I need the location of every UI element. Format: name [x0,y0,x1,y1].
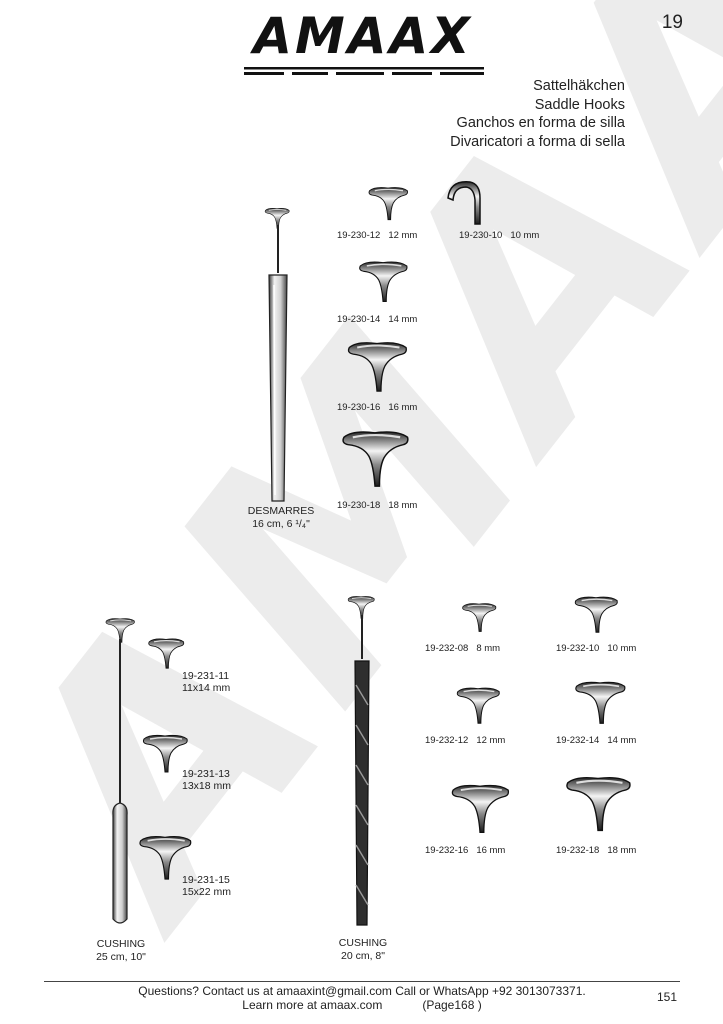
item-size: 13x18 mm [182,780,232,792]
title-es: Ganchos en forma de silla [456,115,625,131]
footer: Questions? Contact us at amaaxint@gmail.… [44,984,680,1012]
cushing-20-instrument [347,596,375,926]
item-code: 19-232-10 [556,643,600,654]
hook-19-232-10 [574,596,619,634]
item-size: 12 mm [388,230,418,241]
hook-19-232-16 [451,784,510,834]
label-19-232-18: 19-232-18 18 mm [556,845,636,856]
item-code: 19-232-16 [425,845,469,856]
item-code: 19-232-08 [425,643,469,654]
footer-learn-more: Learn more at amaax.com (Page168 ) [242,998,482,1012]
item-code: 19-230-10 [459,230,503,241]
item-code: 19-230-18 [337,500,381,511]
item-size: 18 mm [388,500,418,511]
hook-19-232-12 [456,687,501,725]
footer-contact: Questions? Contact us at amaaxint@gmail.… [138,984,586,998]
item-size: 14 mm [607,735,637,746]
desmarres-size: 16 cm, 6 ¹/₄" [252,518,310,530]
page-number: 19 [661,12,683,33]
title-it: Divaricatori a forma di sella [450,133,625,150]
label-19-230-14: 19-230-14 14 mm [337,314,417,325]
title-de: Sattelhäkchen [533,78,625,94]
item-size: 16 mm [476,845,506,856]
item-code: 19-230-16 [337,402,381,413]
hook-19-232-08 [461,602,497,633]
desmarres-instrument [264,207,290,502]
cushing-20-caption: CUSHING 20 cm, 8" [318,937,408,963]
title-en: Saddle Hooks [534,96,625,113]
item-size: 16 mm [388,402,418,413]
cushing-25-size: 25 cm, 10" [96,951,146,963]
hook-19-232-14 [574,681,626,725]
product-titles: Sattelhäkchen Saddle Hooks Ganchos en fo… [450,77,625,151]
label-19-232-16: 19-232-16 16 mm [425,845,505,856]
item-size: 15x22 mm [182,886,232,898]
item-size: 14 mm [388,314,418,325]
label-19-232-08: 19-232-08 8 mm [425,643,500,654]
item-size: 18 mm [607,845,637,856]
label-19-232-14: 19-232-14 14 mm [556,735,636,746]
item-size: 10 mm [607,643,637,654]
cushing-20-name: CUSHING [338,937,388,949]
desmarres-name: DESMARRES [247,505,315,517]
cushing-25-instrument [105,618,135,924]
item-code: 19-232-12 [425,735,469,746]
label-19-232-10: 19-232-10 10 mm [556,643,636,654]
item-code: 19-232-18 [556,845,600,856]
item-code: 19-230-12 [337,230,381,241]
hook-19-230-12 [368,186,409,221]
item-size: 10 mm [510,230,540,241]
label-19-230-12: 19-230-12 12 mm [337,230,417,241]
item-size: 11x14 mm [182,682,231,694]
item-code: 19-231-13 [182,768,230,780]
footer-page-number: 151 [656,990,677,1004]
item-size: 8 mm [476,643,501,654]
logo-text: AMAAX [253,7,473,65]
brand-logo: AMAAX [238,8,488,78]
label-19-230-18: 19-230-18 18 mm [337,500,417,511]
desmarres-caption: DESMARRES 16 cm, 6 ¹/₄" [238,505,324,531]
cushing-20-size: 20 cm, 8" [341,950,385,962]
footer-divider [44,981,680,982]
label-19-232-12: 19-232-12 12 mm [425,735,505,746]
label-19-230-10: 19-230-10 10 mm [459,230,539,241]
cushing-25-caption: CUSHING 25 cm, 10" [76,938,166,964]
item-code: 19-231-15 [182,874,230,886]
hook-19-232-18 [565,776,632,832]
item-size: 12 mm [476,735,506,746]
hook-19-231-11 [147,637,186,670]
cushing-25-name: CUSHING [96,938,146,950]
item-code: 19-230-14 [337,314,381,325]
logo-stripes [244,67,484,75]
item-code: 19-232-14 [556,735,600,746]
hook-19-230-16 [347,341,408,393]
hook-19-230-18 [341,430,410,488]
label-19-230-16: 19-230-16 16 mm [337,402,417,413]
item-code: 19-231-11 [182,670,230,682]
hook-19-230-10 [447,181,481,225]
hook-19-230-14 [358,261,408,303]
